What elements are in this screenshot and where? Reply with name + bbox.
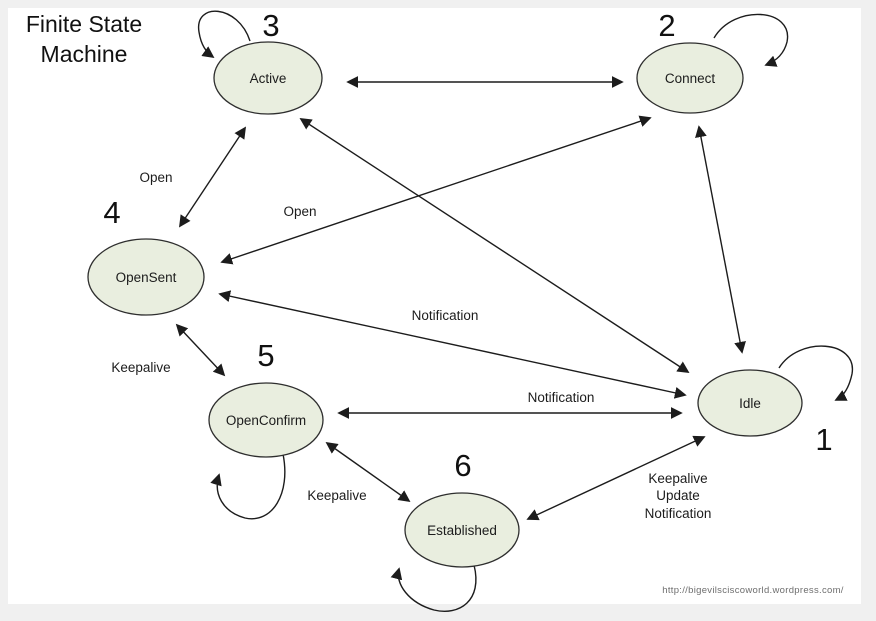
state-number-active: 3: [262, 8, 279, 43]
self-loop-active: [198, 10, 251, 59]
edge-label-established-idle: Keepalive Update Notification: [645, 471, 712, 521]
state-node-active: Active 3: [213, 8, 323, 115]
state-node-established: Established 6: [404, 448, 520, 568]
state-label-openconfirm: OpenConfirm: [226, 413, 306, 428]
edge-label-notification-opensent-idle: Notification: [412, 308, 479, 323]
edge-label-open-opensent-connect: Open: [283, 204, 316, 219]
state-label-opensent: OpenSent: [116, 270, 177, 285]
self-loop-idle: [778, 345, 853, 401]
edge-label-notification-openconfirm-idle: Notification: [528, 390, 595, 405]
page-title-line2: Machine: [41, 41, 128, 67]
self-loop-openconfirm: [210, 453, 286, 520]
edge-opensent-openconfirm: [175, 323, 226, 377]
state-ellipse-active: [213, 41, 323, 115]
state-node-openconfirm: OpenConfirm 5: [208, 338, 324, 458]
state-ellipse-opensent: [87, 238, 205, 316]
state-number-opensent: 4: [103, 195, 120, 230]
page-title: Finite State Machine: [26, 11, 142, 67]
edge-label-established-idle-line1: Keepalive: [648, 471, 707, 486]
page-title-line1: Finite State: [26, 11, 142, 37]
state-label-active: Active: [250, 71, 287, 86]
watermark-url: http://bigevilsciscoworld.wordpress.com/: [662, 585, 844, 596]
state-ellipse-openconfirm: [208, 382, 324, 458]
edge-label-keepalive-openconfirm-established: Keepalive: [307, 488, 366, 503]
state-node-opensent: OpenSent 4: [87, 195, 205, 316]
edge-connect-idle: [695, 125, 746, 354]
state-label-established: Established: [427, 523, 497, 538]
edge-label-keepalive-opensent-openconfirm: Keepalive: [111, 360, 170, 375]
state-ellipse-established: [404, 492, 520, 568]
edge-established-idle: [526, 435, 706, 521]
edge-opensent-idle: [218, 290, 687, 399]
state-node-connect: Connect 2: [636, 8, 744, 114]
state-number-connect: 2: [658, 8, 675, 43]
state-ellipse-idle: [697, 369, 803, 437]
state-label-idle: Idle: [739, 396, 761, 411]
state-ellipse-connect: [636, 42, 744, 114]
state-number-established: 6: [454, 448, 471, 483]
edge-label-open-active-opensent: Open: [139, 170, 172, 185]
edge-label-established-idle-line3: Notification: [645, 506, 712, 521]
state-label-connect: Connect: [665, 71, 716, 86]
state-number-openconfirm: 5: [257, 338, 274, 373]
self-loop-connect: [713, 13, 789, 67]
self-loop-established: [390, 564, 477, 612]
state-node-idle: Idle 1: [697, 369, 833, 457]
edge-openconfirm-established: [325, 441, 411, 503]
state-number-idle: 1: [815, 422, 832, 457]
edge-label-established-idle-line2: Update: [656, 488, 700, 503]
